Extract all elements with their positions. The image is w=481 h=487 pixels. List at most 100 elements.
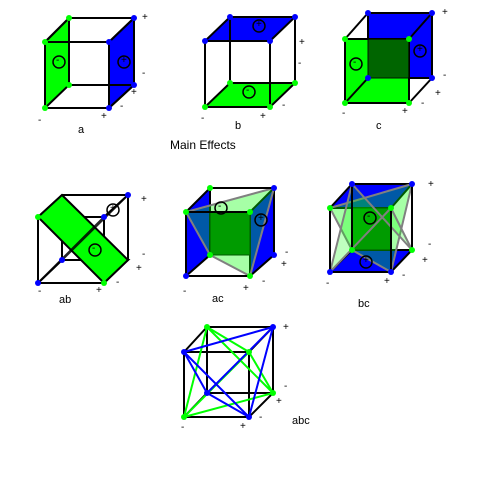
- cube-ac-vertex: [247, 273, 253, 279]
- cube-b-vertex: [292, 14, 298, 20]
- cube-b-sign: +: [260, 111, 266, 122]
- cube-a-vertex: [42, 39, 48, 45]
- cube-ab-vertex: [35, 280, 41, 286]
- cube-c-vertex: [365, 10, 371, 16]
- cube-abc-label: abc: [292, 415, 310, 427]
- cube-a-vertex: [106, 39, 112, 45]
- cube-c-vertex: [406, 100, 412, 106]
- cube-abc-sign: +: [283, 322, 289, 333]
- cube-c-sign: +: [435, 88, 441, 99]
- cube-c-circle-symbol-plus: +: [417, 44, 423, 55]
- cube-c-label: c: [376, 120, 382, 132]
- cube-ab-sign: +: [141, 194, 147, 205]
- cube-ab-sign: -: [116, 277, 120, 288]
- cube-ac-sign: -: [183, 286, 187, 297]
- cube-a-bottom-edges: [45, 84, 137, 109]
- cube-b-sign: -: [201, 113, 205, 124]
- cube-ac-circle-symbol-plus: +: [258, 213, 264, 224]
- cube-ab-minus-circle: [88, 243, 102, 257]
- cube-bc-vertex: [349, 247, 355, 253]
- cube-c-vertex: [429, 75, 435, 81]
- cube-b-vertex: [227, 80, 233, 86]
- cube-ab-sign: +: [96, 285, 102, 296]
- cube-a-vertex: [131, 15, 137, 21]
- cube-c-sign: +: [402, 106, 408, 117]
- cube-bc-minus-circle: [363, 211, 377, 225]
- cube-b-vertex: [202, 104, 208, 110]
- cube-c: [342, 10, 435, 106]
- cube-a: [42, 15, 137, 111]
- cube-a-sign: +: [101, 111, 107, 122]
- cube-ab-label: ab: [59, 294, 72, 306]
- cube-bc-circle-symbol-plus: +: [363, 255, 369, 266]
- cube-ac-minus-circle: [214, 201, 228, 215]
- cube-abc-vertex: [246, 414, 252, 420]
- cube-abc-blue-tetrahedron: [183, 326, 274, 418]
- cube-ab-vertex: [59, 257, 65, 263]
- cube-c-minus-circle: [349, 57, 363, 71]
- cube-a-sign: -: [120, 101, 124, 112]
- cube-a-sign: -: [38, 115, 42, 126]
- cube-bc-vertex: [409, 247, 415, 253]
- cube-a-plus-circle: [117, 55, 131, 69]
- cube-b-vertex: [227, 14, 233, 20]
- cube-abc-sign: -: [259, 412, 263, 423]
- cube-b-vertex: [292, 80, 298, 86]
- cube-b-label: b: [235, 120, 242, 132]
- cube-b-circle-symbol-plus: +: [256, 19, 262, 30]
- cube-abc-sign: -: [181, 422, 185, 433]
- cube-c-vertex: [342, 100, 348, 106]
- cube-c-plus-circle: [413, 44, 427, 58]
- cube-a-sign: +: [131, 87, 137, 98]
- cube-b-circle-symbol-minus: -: [246, 85, 250, 96]
- cube-ab: [35, 192, 131, 286]
- cube-ac-vertex: [183, 209, 189, 215]
- cube-bc-sign: +: [428, 179, 434, 190]
- cube-abc-sign: -: [284, 381, 288, 392]
- cube-c-vertex: [429, 10, 435, 16]
- cube-bc-sign: +: [384, 276, 390, 287]
- cube-c-sign: -: [443, 70, 447, 81]
- cube-ac-plus-circle: [254, 213, 268, 227]
- cube-b-vertex: [267, 104, 273, 110]
- cube-ab-vertex: [125, 192, 131, 198]
- cube-a-vertex: [106, 105, 112, 111]
- cube-bc-vertex: [388, 205, 394, 211]
- cube-ab-vertex: [101, 280, 107, 286]
- cube-bc-vertex: [327, 269, 333, 275]
- cube-ab-vertex: [101, 214, 107, 220]
- cube-b-sign: +: [299, 37, 305, 48]
- cube-abc-sign: +: [276, 396, 282, 407]
- cube-ac-vertex: [247, 209, 253, 215]
- cube-c-edge: [344, 77, 369, 104]
- cube-bc-vertex: [409, 181, 415, 187]
- cube-bc-vertex: [349, 181, 355, 187]
- cube-ac-sign: +: [243, 283, 249, 294]
- cube-c-overlap-front: [367, 38, 410, 79]
- cube-bc-circle-symbol-minus: -: [367, 211, 371, 222]
- cube-abc-vertex: [246, 349, 252, 355]
- cube-a-vertex: [42, 105, 48, 111]
- cube-bc-plus-circle: [359, 255, 373, 269]
- cube-bc-vertex: [327, 205, 333, 211]
- cube-bc-label: bc: [358, 298, 370, 310]
- cube-a-sign: -: [142, 68, 146, 79]
- cube-ab-plus-circle: [106, 203, 120, 217]
- cube-c-edge: [344, 12, 369, 40]
- cube-b-vertex: [267, 38, 273, 44]
- cube-ab-circle-symbol-plus: +: [110, 203, 116, 214]
- cube-abc: [181, 324, 276, 420]
- cube-bc-sign: -: [402, 270, 406, 281]
- cube-c-edge: [408, 12, 433, 40]
- cube-abc-vertex: [204, 324, 210, 330]
- cube-abc-vertex: [270, 390, 276, 396]
- cube-ac-vertex: [271, 185, 277, 191]
- cube-c-circle-symbol-minus: -: [353, 57, 357, 68]
- cube-ab-circle-symbol-minus: -: [92, 243, 96, 254]
- cube-a-vertex: [66, 82, 72, 88]
- cube-abc-vertex: [181, 349, 187, 355]
- cube-b-minus-circle: [242, 85, 256, 99]
- cube-ac-vertex: [183, 273, 189, 279]
- cube-abc-vertex: [181, 414, 187, 420]
